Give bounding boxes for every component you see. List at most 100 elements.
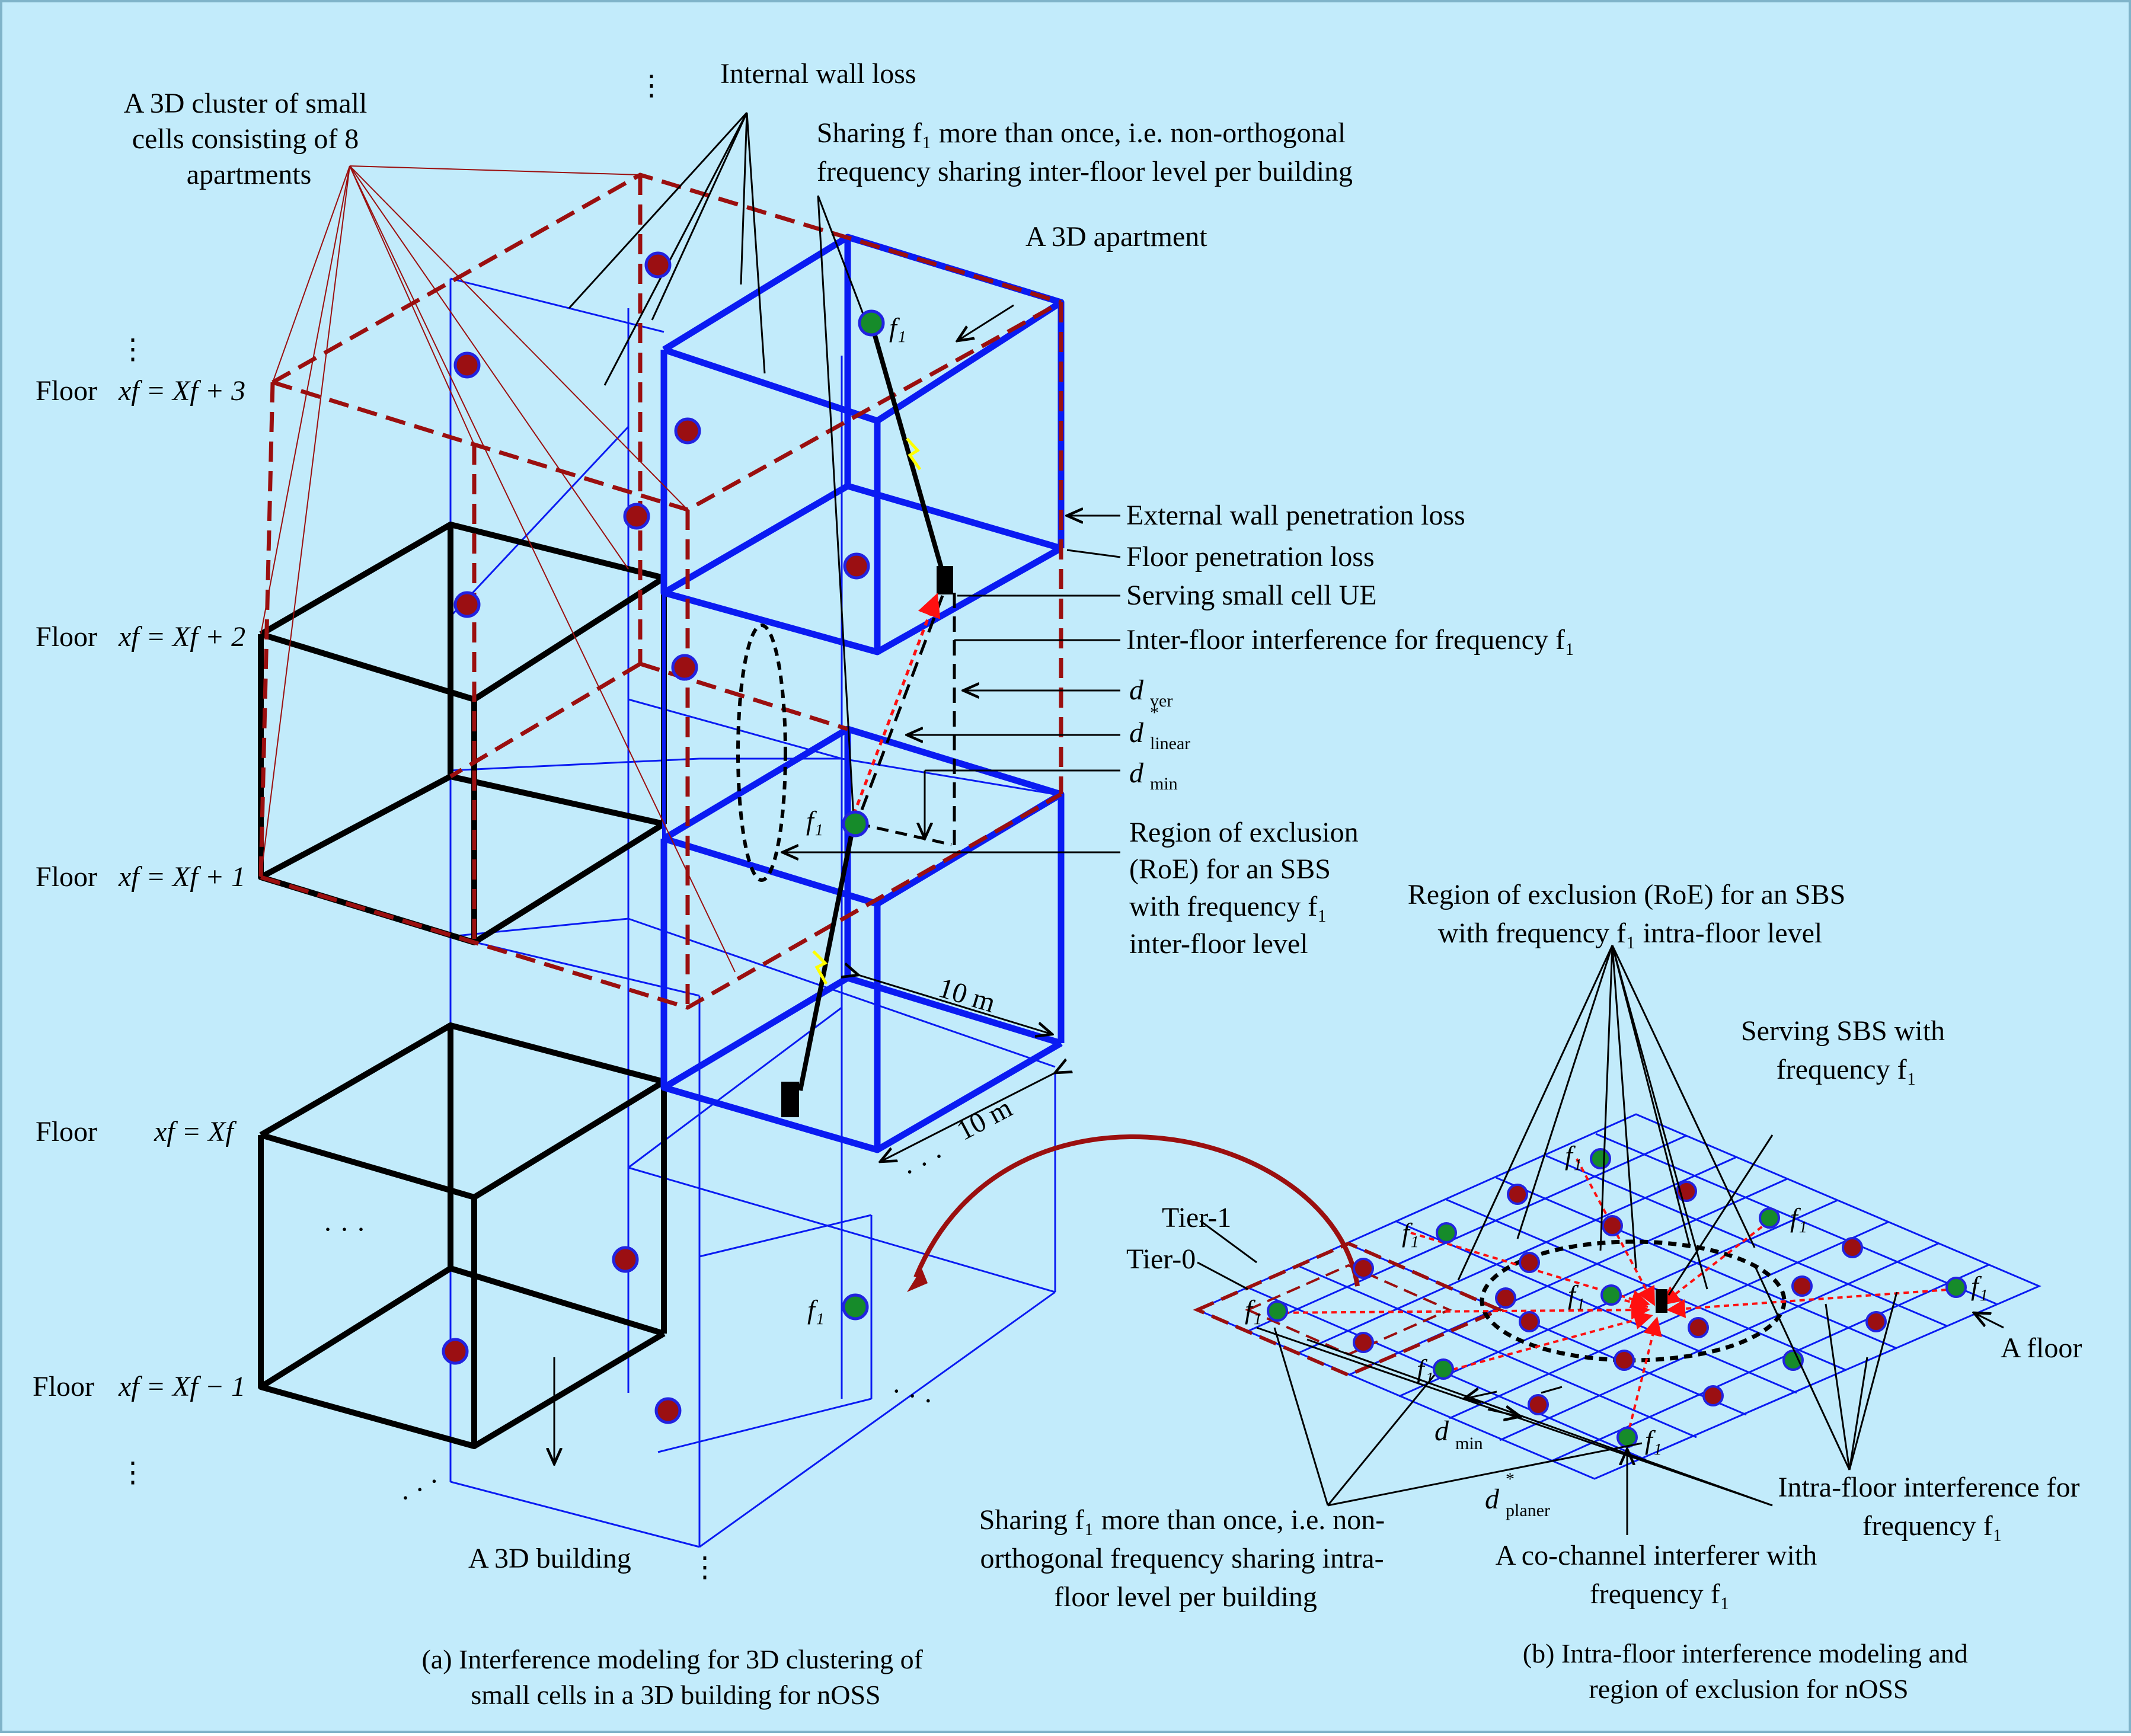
floor-label: Floor	[36, 1116, 97, 1147]
sbs-node-red	[1528, 1394, 1549, 1415]
caption-a-line: (a) Interference modeling for 3D cluster…	[421, 1644, 923, 1674]
floor-penetration-label: Floor penetration loss	[1126, 541, 1375, 573]
dim-arrow-2	[880, 1073, 1055, 1162]
panel-link-arrowhead	[907, 1268, 928, 1292]
caption-b-line: region of exclusion for nOSS	[1589, 1674, 1908, 1704]
d-planer-sub: planer	[1506, 1501, 1550, 1520]
sbs-node-red	[1507, 1184, 1528, 1205]
sbs-node-red	[1353, 1332, 1374, 1353]
sharing-intra-line: floor level per building	[1054, 1581, 1317, 1613]
sbs-node-red	[453, 591, 481, 618]
serving-sbs-device	[1656, 1289, 1667, 1313]
serving-ue-label: Serving small cell UE	[1126, 580, 1377, 611]
d-min-sub: min	[1455, 1434, 1483, 1453]
roe-inter-line: (RoE) for an SBS	[1129, 853, 1331, 885]
co-channel-line: frequency f₁	[1590, 1578, 1730, 1610]
sbs-node-green	[842, 810, 869, 837]
intra-interference-line: Intra-floor interference for	[1778, 1472, 2079, 1503]
apartment-label: A 3D apartment	[1025, 221, 1207, 252]
caption-b: (b) Intra-floor interference modeling an…	[1523, 1638, 1975, 1704]
sharing-intra-line: orthogonal frequency sharing intra-	[980, 1543, 1384, 1574]
right-nodes	[1267, 1148, 1967, 1448]
tier-1-label: Tier-1	[1162, 1202, 1231, 1233]
roe-intra-line: Region of exclusion (RoE) for an SBS	[1408, 879, 1846, 910]
co-channel-line: A co-channel interferer with	[1496, 1540, 1817, 1571]
roe-inter-line: inter-floor level	[1129, 928, 1308, 960]
sbs-node-red	[442, 1338, 469, 1365]
ue-device-mid	[781, 1082, 799, 1117]
d-linear-label: d	[1129, 717, 1144, 749]
link-mid-sbs-ue	[798, 823, 856, 1091]
d-planer-star: *	[1506, 1469, 1515, 1489]
d-ver-label: d	[1129, 674, 1144, 706]
sbs-node-green	[842, 1293, 869, 1321]
floor-label: Floor	[36, 861, 97, 893]
floor-equation: xf = Xf + 3	[118, 375, 245, 407]
sbs-node-red	[1519, 1252, 1540, 1273]
sbs-node-green	[1600, 1284, 1622, 1306]
sbs-node-red	[644, 251, 672, 279]
left-nodes	[442, 251, 885, 1424]
sbs-node-red	[654, 1397, 682, 1424]
sharing-inter-line: Sharing f₁ more than once, i.e. non-orth…	[817, 117, 1346, 149]
d-ver-sub: ver	[1150, 691, 1172, 711]
panel-link-arrow	[913, 1134, 1360, 1287]
f1-label: f₁	[1645, 1425, 1662, 1455]
caption-a: (a) Interference modeling for 3D cluster…	[421, 1644, 929, 1710]
inter-floor-interference	[852, 593, 941, 816]
sbs-node-red	[623, 503, 650, 530]
d-linear-sub: linear	[1150, 734, 1190, 753]
inter-floor-label: Inter-floor interference for frequency f…	[1126, 624, 1575, 656]
roe-inter-label: Region of exclusion (RoE) for an SBS wit…	[1129, 817, 1366, 960]
sharing-intra-line: Sharing f₁ more than once, i.e. non-	[979, 1504, 1385, 1536]
serving-sbs-label: Serving SBS with frequency f₁	[1741, 1015, 1952, 1085]
f1-label: f₁	[806, 805, 823, 836]
sbs-node-red	[1602, 1215, 1623, 1236]
internal-wall-label: Internal wall loss	[720, 58, 916, 89]
floor-equation: xf = Xf + 1	[118, 861, 245, 893]
tier-1-outline	[1193, 1241, 1504, 1377]
sharing-intra-label: Sharing f₁ more than once, i.e. non- ort…	[979, 1504, 1392, 1613]
sbs-node-green	[1782, 1350, 1804, 1371]
vertical-ellipsis: ⋮	[691, 1552, 719, 1583]
floor-equation: xf = Xf	[154, 1116, 237, 1147]
cluster-label-line: apartments	[187, 159, 312, 190]
ue-device-top	[937, 566, 953, 594]
d-planer-label: d	[1485, 1484, 1500, 1515]
sbs-node-red	[1865, 1311, 1887, 1332]
d-min-label: d	[1434, 1415, 1449, 1447]
building-label: A 3D building	[468, 1543, 631, 1574]
sbs-node-red	[843, 552, 870, 580]
sbs-node-green	[1616, 1427, 1638, 1448]
sbs-node-green	[1590, 1148, 1611, 1169]
sbs-node-red	[1688, 1317, 1709, 1338]
lightning-mid	[812, 950, 828, 985]
external-wall-label: External wall penetration loss	[1126, 500, 1465, 531]
sbs-node-red	[1495, 1287, 1516, 1309]
d-linear-star: *	[1150, 703, 1159, 722]
f1-label: f₁	[1417, 1354, 1434, 1384]
d-min-line	[858, 822, 952, 846]
a-floor-label: A floor	[2001, 1332, 2082, 1364]
link-top-sbs-ue	[869, 322, 945, 573]
f1-label: f₁	[1568, 1280, 1585, 1310]
sbs-node-green	[1945, 1277, 1967, 1298]
sbs-node-green	[1267, 1300, 1288, 1322]
cluster-label-line: cells consisting of 8	[132, 123, 359, 155]
vertical-ellipsis: ⋮	[637, 70, 666, 101]
sbs-node-green	[1436, 1222, 1457, 1243]
sbs-node-green	[1433, 1358, 1454, 1380]
co-channel-label: A co-channel interferer with frequency f…	[1496, 1540, 1824, 1610]
right-labels: Region of exclusion (RoE) for an SBS wit…	[979, 879, 2082, 1704]
sbs-node-red	[1842, 1237, 1863, 1258]
ellipsis: · · ·	[323, 1214, 366, 1245]
f1-label: f₁	[1402, 1217, 1419, 1248]
f1-label: f₁	[1971, 1271, 1988, 1301]
sharing-inter-label: Sharing f₁ more than once, i.e. non-orth…	[817, 117, 1353, 187]
serving-sbs-line: frequency f₁	[1777, 1054, 1917, 1085]
tier-0-outline	[1245, 1264, 1452, 1356]
d-linear-line	[855, 595, 944, 824]
